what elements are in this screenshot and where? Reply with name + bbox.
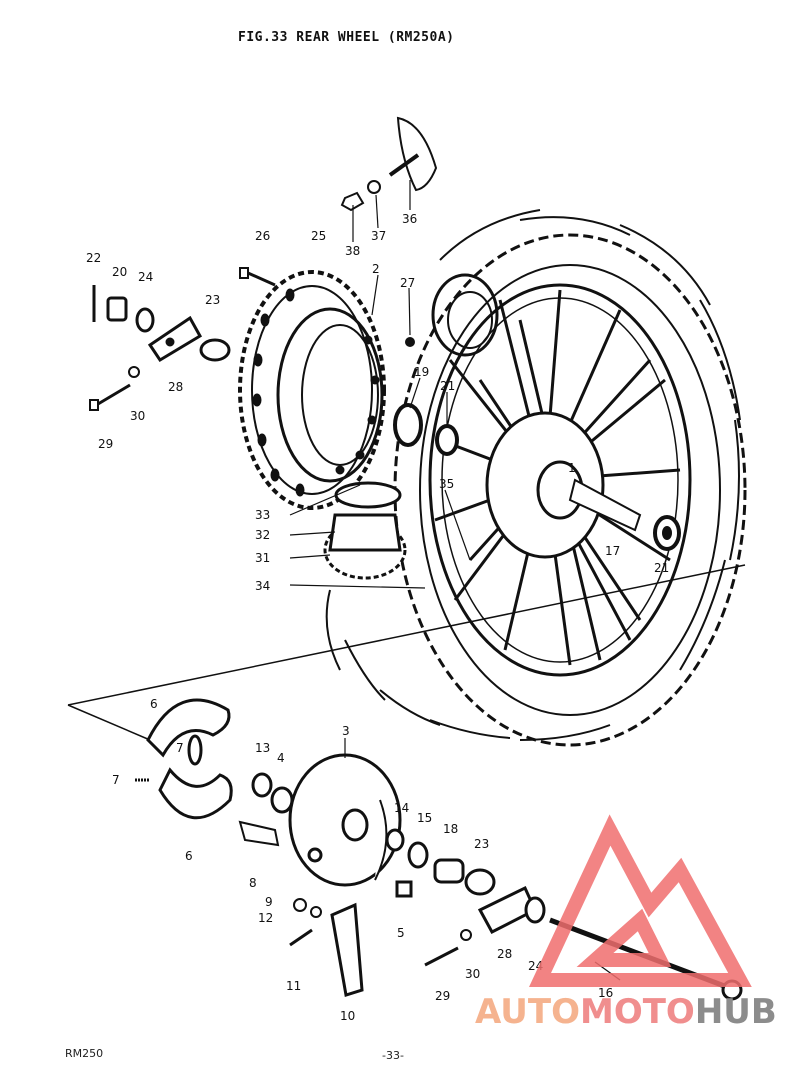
rim-band [431,273,499,357]
plane-lines [67,564,746,741]
callout-5: 5 [397,926,405,940]
rim-lock [340,116,438,212]
callout-28b: 28 [497,947,512,961]
watermark-text-moto: MOTO [579,992,695,1032]
bolt-26 [239,267,276,287]
callout-8: 8 [249,876,257,890]
callout-23b: 23 [474,837,489,851]
footer-page-number: -33- [382,1049,404,1062]
callout-28: 28 [168,380,183,394]
brake-panel [288,753,402,887]
watermark-text-hub: HUB [694,992,777,1032]
brake-drum-seals [323,481,407,580]
callout-19: 19 [414,365,429,379]
callout-26: 26 [255,229,270,243]
callout-36: 36 [402,212,417,226]
callout-35: 35 [439,477,454,491]
callout-31: 31 [255,551,270,565]
brake-panel-parts [238,772,413,997]
callout-29: 29 [98,437,113,451]
brake-shoes [135,698,233,820]
callout-34: 34 [255,579,270,593]
callout-7b: 7 [112,773,120,787]
callout-11: 11 [286,979,301,993]
callout-4: 4 [277,751,285,765]
retainer-19 [393,403,423,447]
callout-numbers: 22 20 24 23 28 29 30 26 25 2 27 38 37 36… [86,212,669,1023]
callout-27: 27 [400,276,415,290]
callout-22: 22 [86,251,101,265]
callout-32: 32 [255,528,270,542]
callout-21b: 21 [654,561,669,575]
watermark-logo [529,814,752,987]
callout-24: 24 [138,270,153,284]
tire-inner [419,264,721,716]
footer-model: RM250 [65,1047,104,1060]
sprocket [238,270,386,510]
callout-6b: 6 [185,849,193,863]
callout-17: 17 [605,544,620,558]
leader-lines [289,180,621,981]
callout-12: 12 [258,911,273,925]
callout-13: 13 [255,741,270,755]
callout-6a: 6 [150,697,158,711]
callout-25: 25 [311,229,326,243]
callout-29b: 29 [435,989,450,1003]
hub-shaft [568,478,642,532]
callout-30: 30 [130,409,145,423]
callout-3: 3 [342,724,350,738]
callout-18: 18 [443,822,458,836]
figure-title: FIG.33 REAR WHEEL (RM250A) [238,30,455,45]
callout-23: 23 [205,293,220,307]
callout-14: 14 [394,801,409,815]
callout-21: 21 [440,379,455,393]
tire-tread [325,209,741,741]
callout-30b: 30 [465,967,480,981]
callout-16: 16 [598,986,613,1000]
callout-9: 9 [265,895,273,909]
nut-27 [405,337,415,347]
callout-10: 10 [340,1009,355,1023]
watermark-text: AUTOMOTOHUB [475,992,777,1032]
callout-37: 37 [371,229,386,243]
callout-1: 1 [568,461,576,475]
rear-wheel [325,209,747,747]
callout-7a: 7 [176,741,184,755]
bearing-left [435,424,459,456]
axle-parts-left [89,285,231,411]
rim [428,283,692,677]
callout-20: 20 [112,265,127,279]
axle-parts-right [385,828,743,1001]
callout-38: 38 [345,244,360,258]
callout-15: 15 [417,811,432,825]
callout-33: 33 [255,508,270,522]
callout-2: 2 [372,262,380,276]
sprocket-drum [276,307,384,483]
watermark-text-auto: AUTO [475,992,580,1032]
